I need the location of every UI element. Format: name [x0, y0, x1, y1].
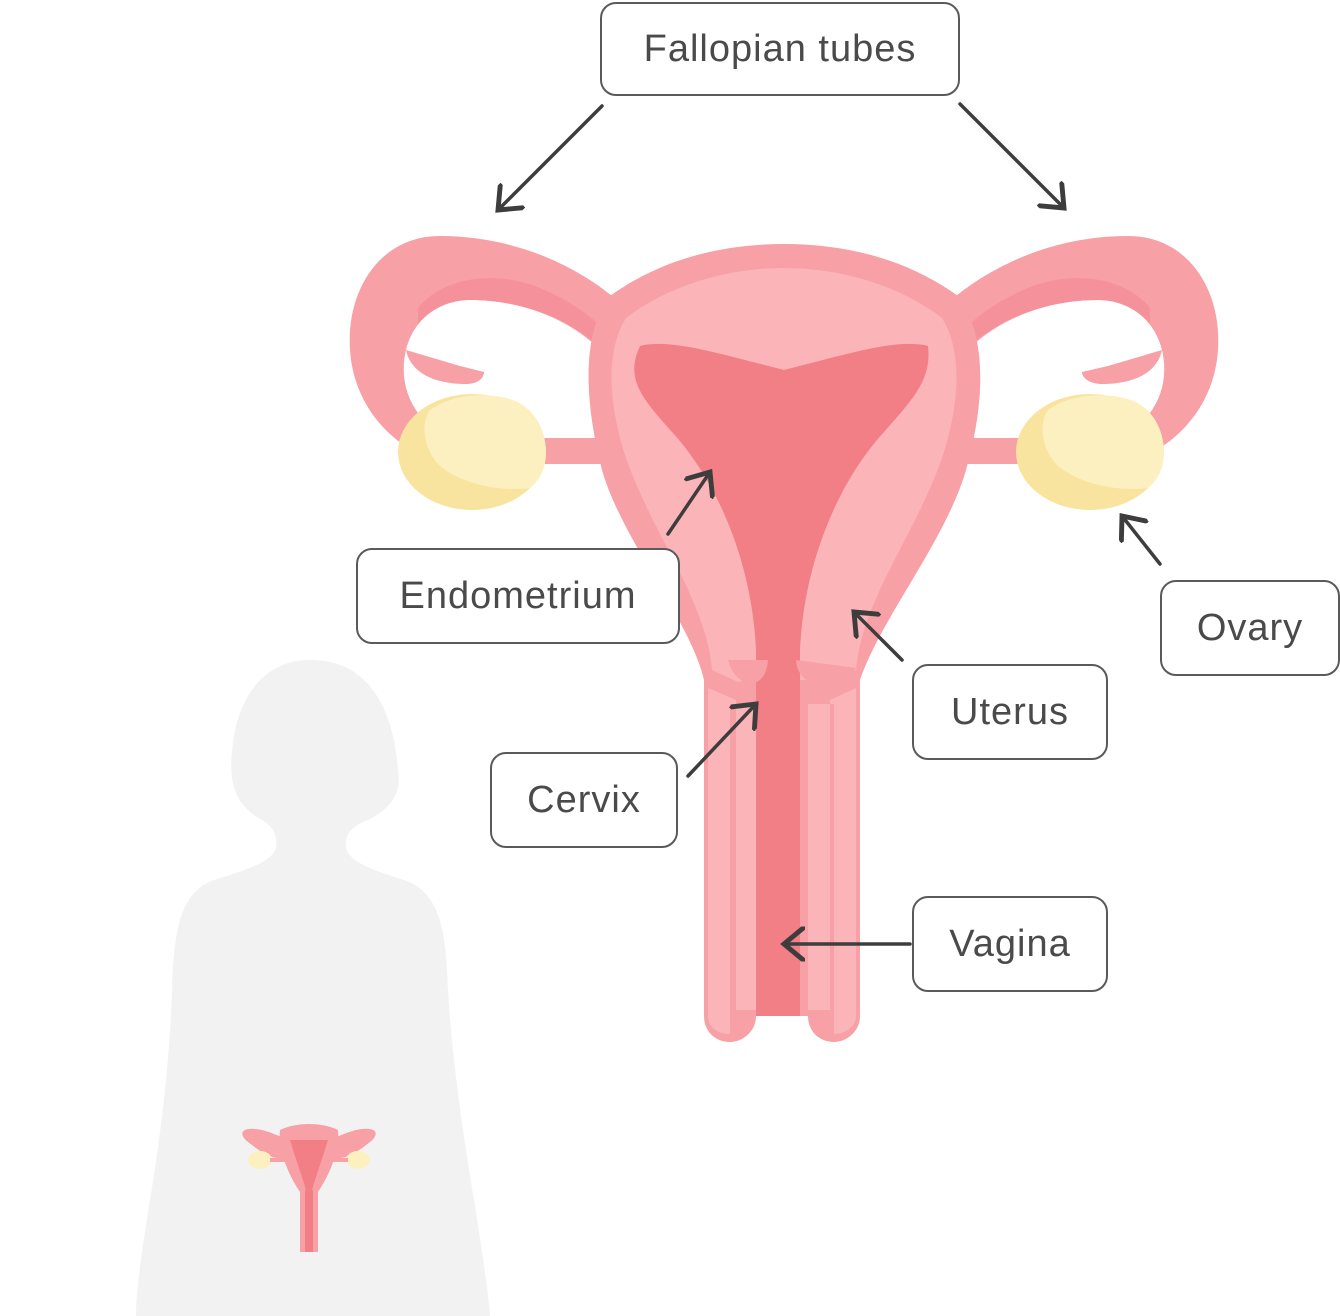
female-silhouette — [136, 660, 490, 1316]
endometrium-cavity — [634, 343, 929, 1017]
endometrium-label: Endometrium — [356, 548, 680, 644]
vagina-label: Vagina — [912, 896, 1108, 992]
arrow-fallopian-left — [498, 104, 604, 210]
label-arrows — [498, 102, 1162, 944]
right-tube-shade — [962, 278, 1150, 346]
uterus-diagram — [349, 236, 1219, 1042]
arrow-ovary — [1122, 516, 1162, 566]
small-uterus-icon — [242, 1124, 376, 1252]
cervix-left — [728, 660, 768, 684]
arrow-uterus — [854, 612, 904, 662]
cervix-label: Cervix — [490, 752, 678, 848]
left-ovary — [398, 394, 546, 510]
arrow-endometrium — [666, 472, 710, 536]
ovary-label: Ovary — [1160, 580, 1340, 676]
cervix-right — [796, 660, 856, 686]
arrow-fallopian-right — [958, 102, 1064, 208]
left-tube-shade — [418, 278, 606, 346]
uterus-label: Uterus — [912, 664, 1108, 760]
right-ovary — [1016, 394, 1164, 510]
fallopian-tubes-label: Fallopian tubes — [600, 2, 960, 96]
arrow-cervix — [686, 704, 756, 778]
